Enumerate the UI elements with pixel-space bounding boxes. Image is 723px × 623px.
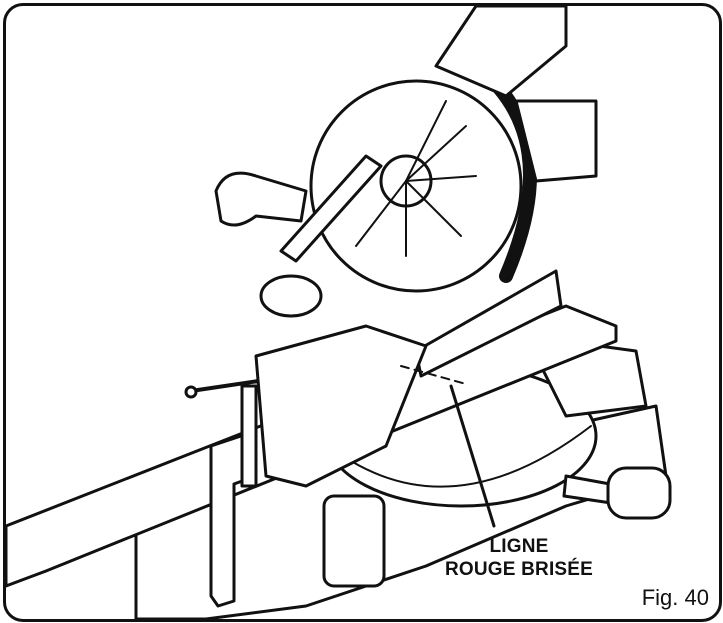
- miter-saw-illustration: [6, 6, 672, 619]
- figure-frame: LIGNE ROUGE BRISÉE Fig. 40: [3, 3, 722, 622]
- workpiece-edge: [6, 340, 617, 587]
- guard-spokes: [355, 100, 477, 257]
- front-post: [322, 494, 386, 588]
- miter-scale: [350, 425, 592, 488]
- fence: [414, 269, 563, 378]
- clamp-screw: [240, 384, 258, 488]
- callout-rouge-brisee: ROUGE BRISÉE: [444, 559, 594, 580]
- motor-housing: [514, 99, 598, 183]
- dust-port: [214, 171, 308, 227]
- guard-linkage: [279, 154, 383, 263]
- lower-housing: [254, 324, 428, 488]
- miter-knob: [606, 466, 672, 520]
- laser-line: [400, 365, 467, 385]
- bevel-knob: [259, 274, 323, 318]
- upper-handle: [434, 6, 568, 98]
- callout-ligne: LIGNE: [489, 536, 549, 557]
- figure-label: Fig. 40: [641, 585, 709, 610]
- callout-leader: [449, 384, 496, 528]
